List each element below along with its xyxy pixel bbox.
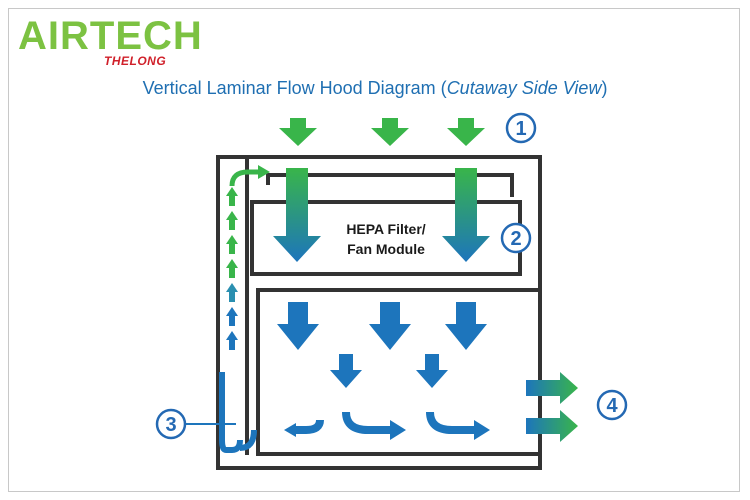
intake-arrows — [279, 118, 485, 146]
workzone-down-arrows — [277, 302, 487, 388]
title-main: Vertical Laminar Flow Hood Diagram ( — [142, 78, 447, 98]
callout-2-circle — [500, 222, 532, 254]
logo-brand: AIRTECH — [18, 14, 203, 58]
callout-3: 3 — [165, 414, 176, 436]
chevron-up-icon — [226, 211, 238, 220]
chevron-stem — [229, 268, 235, 278]
callout-3-circle — [155, 408, 187, 440]
return-chevrons — [226, 187, 238, 350]
title-end: ) — [601, 78, 608, 98]
filter-top-edge — [266, 173, 514, 197]
cabinet-outline — [216, 155, 542, 470]
callout-1-circle — [505, 112, 537, 144]
chevron-stem — [229, 316, 235, 326]
return-u-turn — [219, 372, 243, 453]
intake-arrow — [279, 118, 317, 146]
chevron-stem — [229, 340, 235, 350]
arrow-head — [284, 423, 296, 437]
chevron-up-icon — [226, 259, 238, 268]
callout-2: 2 — [510, 228, 521, 250]
filter-label-line2: Fan Module — [347, 241, 425, 257]
curved-arrow — [296, 419, 324, 434]
arrow-head — [474, 420, 490, 440]
exit-arrows — [526, 372, 578, 442]
down-arrow — [369, 302, 411, 350]
floor-flow-arrows — [296, 411, 474, 434]
chevron-up-icon — [226, 235, 238, 244]
chevron-up-icon — [226, 307, 238, 316]
chevron-stem — [229, 220, 235, 230]
intake-arrow — [447, 118, 485, 146]
curved-arrow — [342, 411, 390, 434]
curved-arrow — [426, 411, 474, 434]
title-subtitle: Cutaway Side View — [446, 78, 602, 98]
filter-label-line1: HEPA Filter/ — [346, 221, 425, 237]
callout-4: 4 — [606, 395, 618, 417]
return-u-turn-inner — [239, 429, 257, 451]
callout-4-circle — [596, 389, 628, 421]
down-arrow — [445, 302, 487, 350]
down-arrow — [277, 302, 319, 350]
chevron-up-icon — [226, 331, 238, 340]
diagram-title: Vertical Laminar Flow Hood Diagram (Cuta… — [0, 78, 750, 99]
chevron-up-icon — [226, 283, 238, 292]
callout-circles — [155, 112, 628, 440]
chevron-stem — [229, 292, 235, 302]
down-arrow — [330, 354, 362, 388]
exit-arrow — [526, 372, 578, 404]
chevron-stem — [229, 244, 235, 254]
work-zone — [256, 288, 542, 456]
logo-sub-brand: THELONG — [104, 54, 167, 68]
callout-1: 1 — [515, 118, 526, 140]
chevron-up-icon — [226, 187, 238, 196]
top-return-arrow-head — [258, 165, 270, 179]
airtech-logo: AIRTECH THELONG — [18, 14, 202, 74]
floor-arrow-heads — [284, 420, 490, 440]
intake-arrow — [371, 118, 409, 146]
filter-flow-arrow — [442, 168, 490, 262]
down-arrow — [416, 354, 448, 388]
filter-flow-arrows — [273, 168, 490, 262]
chevron-stem — [229, 196, 235, 206]
top-return-curve — [229, 169, 258, 187]
arrow-head — [390, 420, 406, 440]
exit-arrow — [526, 410, 578, 442]
filter-flow-arrow — [273, 168, 321, 262]
